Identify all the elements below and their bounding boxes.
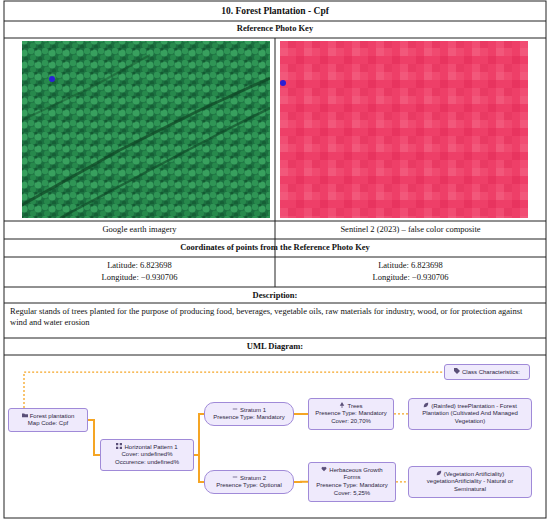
- uml-icon: [339, 402, 345, 408]
- planting-row: [60, 108, 270, 218]
- table-cell-text: Longitude: −0.930706: [4, 272, 275, 283]
- uml-line: Stratum 1: [210, 406, 288, 414]
- uml-line: Presence Type: Optional: [210, 482, 288, 490]
- box-text: Presence Type: Mandatory: [213, 414, 285, 420]
- connector: [396, 481, 408, 482]
- connector: [294, 413, 308, 415]
- false-color-image: [280, 41, 528, 218]
- uml-line: Stratum 2: [210, 474, 288, 482]
- uml-line: Herbaceous Growth Forms: [314, 466, 390, 482]
- icon-shape: [233, 408, 238, 410]
- icon-shape: [233, 476, 238, 478]
- table-cell-text: Regular stands of trees planted for the …: [10, 306, 540, 328]
- table-rules: [4, 21, 546, 355]
- box-heading: Horizontal Pattern 1: [124, 444, 177, 450]
- table-cell-text: Reference Photo Key: [4, 23, 546, 34]
- uml-icon: [454, 368, 460, 374]
- box-heading: Trees: [347, 403, 362, 409]
- connector: [294, 481, 308, 483]
- box-heading: Stratum 2: [240, 475, 266, 481]
- uml-icon: [321, 466, 327, 472]
- uml-line: Cover: undefined% Occurence: undefined%: [106, 451, 188, 467]
- uml-box: Horizontal Pattern 1Cover: undefined% Oc…: [100, 439, 194, 471]
- uml-box: Stratum 1Presence Type: Mandatory: [204, 402, 294, 426]
- box-heading: (Rainfed) treePlantation - Forest Planta…: [422, 403, 518, 425]
- table-cell-text: Description:: [4, 290, 546, 301]
- uml-line: Cover: 20,70%: [314, 418, 388, 426]
- box-text: Cover: undefined% Occurence: undefined%: [115, 451, 179, 465]
- uml-line: Presence Type: Mandatory: [314, 482, 390, 490]
- uml-line: Cover: 5,25%: [314, 490, 390, 498]
- icon-shape: [340, 402, 345, 408]
- icon-shape: [22, 414, 28, 418]
- uml-line: Class Characteristics:: [450, 368, 524, 376]
- uml-icon: [232, 474, 238, 480]
- tree-canopy: [22, 41, 270, 218]
- icon-shape: [454, 368, 460, 374]
- uml-icon: [116, 443, 122, 449]
- box-heading: Herbaceous Growth Forms: [329, 467, 382, 481]
- uml-box: (Rainfed) treePlantation - Forest Planta…: [408, 398, 532, 430]
- box-text: Cover: 20,70%: [331, 418, 371, 424]
- uml-box: Forest plantationMap Code: Cpf: [8, 408, 88, 432]
- uml-line: (Vegetation Artificiality) vegetationArt…: [414, 470, 526, 494]
- uml-icon: [22, 412, 28, 418]
- table-title: 10. Forest Plantation - Cpf: [4, 5, 546, 17]
- point-marker: [49, 76, 55, 82]
- connector: [194, 455, 204, 482]
- icon-shape: [424, 403, 429, 408]
- box-text: Cover: 5,25%: [334, 490, 370, 496]
- point-marker: [280, 80, 286, 86]
- uml-line: Horizontal Pattern 1: [106, 443, 188, 451]
- planting-row: [22, 78, 270, 205]
- planting-row: [22, 55, 150, 120]
- box-heading: Forest plantation: [30, 413, 75, 419]
- table-cell-text: Coordinates of points from the Reference…: [4, 242, 546, 253]
- table-cell-text: Latitude: 6.823698: [275, 260, 546, 271]
- icon-shape: [322, 467, 327, 471]
- uml-line: Forest plantation: [14, 412, 82, 420]
- uml-box: Herbaceous Growth FormsPresence Type: Ma…: [308, 462, 396, 502]
- uml-box: Stratum 2Presence Type: Optional: [204, 470, 294, 494]
- uml-box: Class Characteristics:: [444, 364, 530, 380]
- uml-icon: [436, 470, 442, 476]
- box-text: Presence Type: Mandatory: [315, 410, 387, 416]
- table-cell-text: UML Diagram:: [4, 341, 546, 352]
- box-text: Map Code: Cpf: [28, 420, 68, 426]
- table-cell-text: Google earth imagery: [4, 224, 275, 235]
- box-heading: Stratum 1: [240, 407, 266, 413]
- satellite-photo: [22, 41, 270, 218]
- icon-shape: [116, 443, 122, 449]
- uml-icon: [423, 402, 429, 408]
- connector: [194, 414, 204, 455]
- uml-line: Trees: [314, 402, 388, 410]
- box-text: Presence Type: Optional: [216, 482, 282, 488]
- table-cell-text: Longitude: −0.930706: [275, 272, 546, 283]
- icon-shape: [436, 471, 441, 476]
- table-border: [4, 1, 546, 518]
- uml-line: (Rainfed) treePlantation - Forest Planta…: [414, 402, 526, 426]
- table-cell-text: Sentinel 2 (2023) – false color composit…: [275, 224, 546, 235]
- uml-line: Presence Type: Mandatory: [314, 410, 388, 418]
- box-text: Presence Type: Mandatory: [316, 482, 388, 488]
- connector: [88, 420, 100, 455]
- connector: [394, 413, 408, 414]
- uml-icon: [232, 406, 238, 412]
- table-cell-text: Latitude: 6.823698: [4, 260, 275, 271]
- uml-line: Presence Type: Mandatory: [210, 414, 288, 422]
- uml-line: Map Code: Cpf: [14, 420, 82, 428]
- uml-box: (Vegetation Artificiality) vegetationArt…: [408, 466, 532, 498]
- box-heading: Class Characteristics:: [462, 369, 520, 375]
- uml-box: TreesPresence Type: MandatoryCover: 20,7…: [308, 398, 394, 430]
